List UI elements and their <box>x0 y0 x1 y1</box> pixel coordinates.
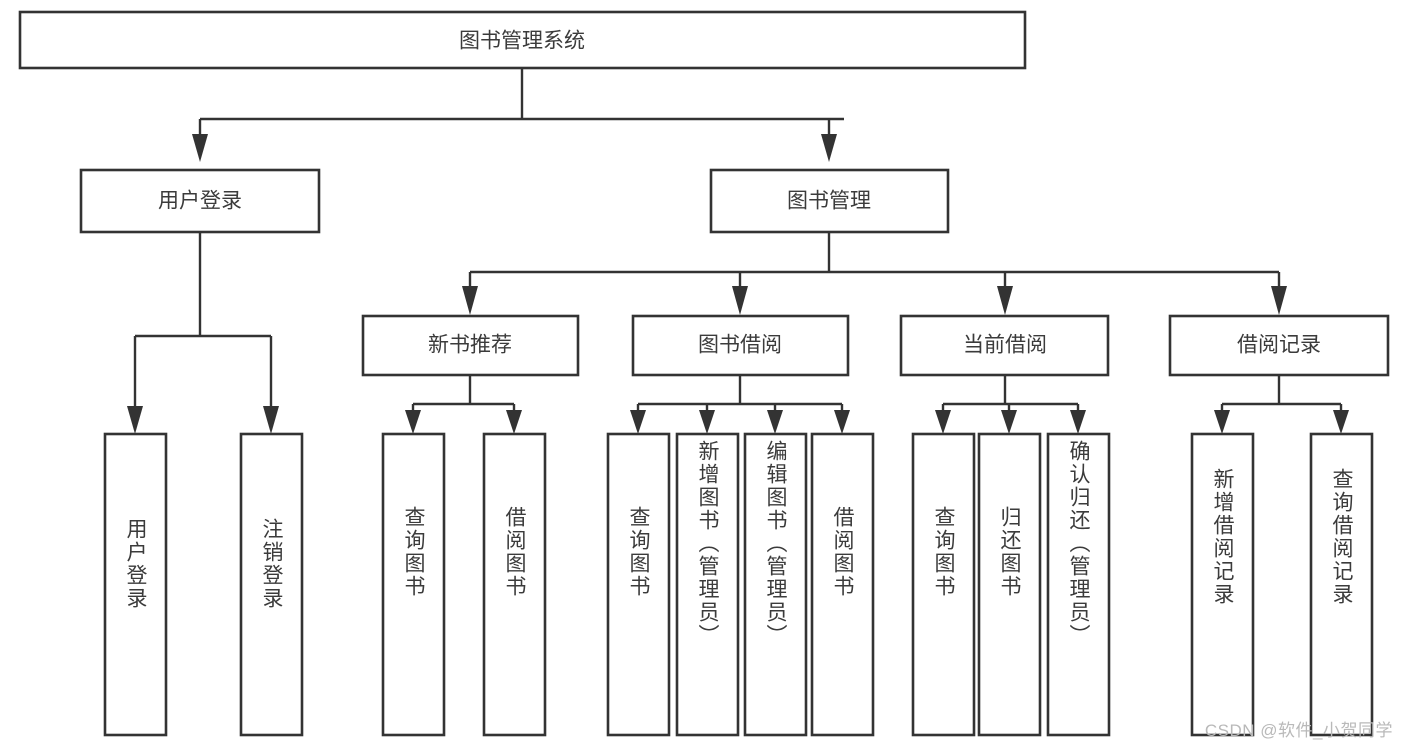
leaf-query-book-3-box[interactable] <box>911 432 976 737</box>
node-root-system[interactable]: 图书管理系统 <box>18 10 1027 70</box>
leaf-add-book-box[interactable] <box>675 432 740 737</box>
arrow-head-icon <box>821 134 837 162</box>
leaf-query-book-2-box[interactable] <box>606 432 671 737</box>
arrow-head-icon <box>997 286 1013 315</box>
node-new-book-recommend[interactable]: 新书推荐 <box>361 314 580 377</box>
leaf-query-record-box[interactable] <box>1309 432 1374 737</box>
arrow-head-icon <box>506 410 522 434</box>
arrow-head-icon <box>767 410 783 434</box>
node-book-borrow[interactable]: 图书借阅 <box>631 314 850 377</box>
arrow-head-icon <box>935 410 951 434</box>
leaf-edit-book-box[interactable] <box>743 432 808 737</box>
node-user-login[interactable]: 用户登录 <box>79 168 321 234</box>
node-book-management[interactable]: 图书管理 <box>709 168 950 234</box>
connector-current-borrow-to-leaves <box>935 375 1086 434</box>
arrow-head-icon <box>127 406 143 434</box>
node-new-book-recommend-label: 新书推荐 <box>428 334 512 357</box>
watermark: CSDN @软件_小贺同学 <box>1204 721 1393 740</box>
node-root-system-label: 图书管理系统 <box>459 30 585 53</box>
leaf-borrow-book-2-box[interactable] <box>810 432 875 737</box>
connector-root-to-level2 <box>192 68 844 162</box>
arrow-head-icon <box>462 286 478 315</box>
connector-new-book-recommend-to-leaves <box>405 375 522 434</box>
node-current-borrow-label: 当前借阅 <box>963 334 1047 357</box>
node-current-borrow[interactable]: 当前借阅 <box>899 314 1110 377</box>
leaf-confirm-return-box[interactable] <box>1046 432 1111 737</box>
node-book-management-label: 图书管理 <box>787 190 871 213</box>
arrow-head-icon <box>1001 410 1017 434</box>
arrow-head-icon <box>732 286 748 315</box>
leaf-query-book-1-box[interactable] <box>381 432 446 737</box>
connector-book-borrow-to-leaves <box>630 375 850 434</box>
node-root-system-box <box>18 10 1027 70</box>
node-book-borrow-label: 图书借阅 <box>698 334 782 357</box>
connector-user-login-to-leaves <box>127 232 279 434</box>
arrow-head-icon <box>1070 410 1086 434</box>
leaf-user-login-box[interactable] <box>103 432 168 737</box>
arrow-head-icon <box>263 406 279 434</box>
connector-borrow-record-to-leaves <box>1214 375 1349 434</box>
node-borrow-record[interactable]: 借阅记录 <box>1168 314 1390 377</box>
arrow-head-icon <box>192 134 208 162</box>
node-user-login-box <box>79 168 321 234</box>
node-borrow-record-label: 借阅记录 <box>1237 334 1321 357</box>
arrow-head-icon <box>1214 410 1230 434</box>
leaf-logout-login-box[interactable] <box>239 432 304 737</box>
leaf-return-book-box[interactable] <box>977 432 1042 737</box>
arrow-head-icon <box>699 410 715 434</box>
node-current-borrow-box <box>899 314 1110 377</box>
arrow-head-icon <box>834 410 850 434</box>
arrow-head-icon <box>1271 286 1287 315</box>
arrow-head-icon <box>405 410 421 434</box>
arrow-head-icon <box>1333 410 1349 434</box>
connector-book-management-to-level3 <box>462 232 1287 315</box>
node-new-book-recommend-box <box>361 314 580 377</box>
leaf-borrow-book-1-box[interactable] <box>482 432 547 737</box>
node-user-login-label: 用户登录 <box>158 190 242 213</box>
arrow-head-icon <box>630 410 646 434</box>
leaf-add-record-box[interactable] <box>1190 432 1255 737</box>
